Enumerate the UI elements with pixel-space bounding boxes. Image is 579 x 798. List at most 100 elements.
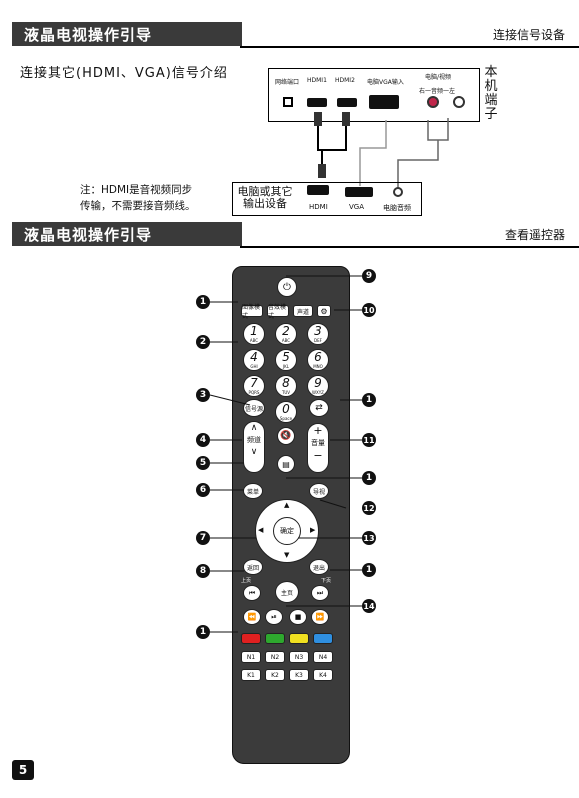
port-label-hdmi2: HDMI2 — [335, 77, 355, 84]
play-pause-icon[interactable]: ⏯ — [265, 609, 283, 625]
pc-port-label-vga: VGA — [349, 203, 365, 211]
color-keys-row — [241, 633, 341, 645]
power-icon[interactable]: ⏻ — [277, 277, 297, 297]
color-key-button[interactable] — [265, 633, 285, 644]
callout-marker: 14 — [362, 599, 376, 613]
n2-button[interactable]: N2 — [265, 651, 285, 663]
fast-forward-icon[interactable]: ⏩ — [311, 609, 329, 625]
menu-button[interactable]: 菜单 — [243, 483, 263, 499]
quick-swap-icon[interactable]: ⇄ — [309, 399, 329, 417]
ok-button[interactable]: 确定 — [273, 517, 301, 545]
sound-mode-button[interactable]: 音效模式 — [267, 304, 289, 320]
k2-button[interactable]: K2 — [265, 669, 285, 681]
k4-button[interactable]: K4 — [313, 669, 333, 681]
pc-device-box: 电脑或其它 输出设备 HDMI VGA 电脑音频 — [232, 182, 422, 216]
plus-icon[interactable]: + — [313, 424, 323, 437]
minus-icon[interactable]: − — [313, 449, 323, 462]
callout-marker: 1 — [362, 393, 376, 407]
arrow-left-icon[interactable]: ◀ — [258, 526, 264, 534]
port-label-av: 电脑/视频 — [425, 74, 452, 81]
key-digit: 9 — [314, 376, 322, 390]
color-key-button[interactable] — [313, 633, 333, 644]
header-rule — [240, 246, 579, 248]
arrow-up-icon[interactable]: ▲ — [284, 501, 290, 509]
callout-marker: 1 — [196, 625, 210, 639]
callout-marker: 1 — [196, 295, 210, 309]
key-digit: 4 — [250, 350, 258, 364]
picture-mode-button[interactable]: 图像模式 — [241, 304, 263, 320]
callout-marker: 13 — [362, 531, 376, 545]
network-port-icon — [283, 97, 293, 107]
header-title: 液晶电视操作引导 — [24, 226, 153, 244]
pc-audio-port-icon — [393, 187, 403, 197]
chevron-down-icon[interactable]: ∨ — [250, 447, 258, 457]
key-letters: WXYZ — [312, 390, 324, 395]
channel-rocker[interactable]: ∧ 频道 ∨ — [243, 421, 265, 473]
color-key-button[interactable] — [289, 633, 309, 644]
audio-channel-button[interactable]: 声道 — [293, 305, 313, 317]
color-key-button[interactable] — [241, 633, 261, 644]
arrow-right-icon[interactable]: ▶ — [310, 526, 316, 534]
header-rule — [240, 46, 579, 48]
arrow-down-icon[interactable]: ▼ — [284, 551, 290, 559]
n3-button[interactable]: N3 — [289, 651, 309, 663]
back-button[interactable]: 返回 — [243, 559, 263, 575]
key-digit: 1 — [250, 324, 258, 338]
callout-marker: 8 — [196, 564, 210, 578]
k1-button[interactable]: K1 — [241, 669, 261, 681]
mute-icon[interactable]: 🔇 — [277, 427, 295, 445]
exit-button[interactable]: 退出 — [309, 559, 329, 575]
pc-device-name: 电脑或其它 输出设备 — [237, 186, 293, 210]
hdmi1-port-icon — [307, 98, 327, 107]
header-bar — [12, 222, 242, 246]
next-page-label: 下页 — [321, 578, 332, 584]
pc-port-label-hdmi: HDMI — [309, 203, 328, 211]
section-subtitle: 连接其它(HDMI、VGA)信号介绍 — [20, 66, 228, 81]
port-label-hdmi1: HDMI1 — [307, 77, 327, 84]
rewind-icon[interactable]: ⏪ — [243, 609, 261, 625]
audio-right-jack-icon — [427, 96, 439, 108]
k3-button[interactable]: K3 — [289, 669, 309, 681]
note-line: 传输，不需要接音频线。 — [80, 200, 196, 212]
pc-name-line: 电脑或其它 — [237, 185, 293, 198]
guide-button[interactable]: 导视 — [309, 483, 329, 499]
source-button[interactable]: 信号源 — [243, 399, 265, 417]
hdmi-note: 注：HDMI是音视频同步 传输，不需要接音频线。 — [80, 182, 196, 214]
home-button[interactable]: 主页 — [275, 581, 299, 603]
port-label-audio: 右一音频一左 — [419, 88, 456, 95]
stop-icon[interactable]: ■ — [289, 609, 307, 625]
prev-track-icon[interactable]: ⏮ — [243, 585, 261, 601]
key-digit: 3 — [314, 324, 322, 338]
tv-port-panel: 网络端口 HDMI1 HDMI2 电脑VGA输入 电脑/视频 右一音频一左 — [268, 68, 480, 122]
callout-marker: 9 — [362, 269, 376, 283]
next-track-icon[interactable]: ⏭ — [311, 585, 329, 601]
chevron-up-icon[interactable]: ∧ — [250, 423, 258, 433]
n4-button[interactable]: N4 — [313, 651, 333, 663]
n1-button[interactable]: N1 — [241, 651, 261, 663]
section-header-remote: 液晶电视操作引导 查看遥控器 — [0, 218, 579, 250]
callout-marker: 7 — [196, 531, 210, 545]
key-digit: 6 — [314, 350, 322, 364]
key-letters: ABC — [249, 338, 259, 343]
media-icon[interactable]: ▤ — [277, 455, 295, 473]
callout-marker: 5 — [196, 456, 210, 470]
callout-marker: 10 — [362, 303, 376, 317]
note-line: 注：HDMI是音视频同步 — [80, 184, 193, 196]
key-letters: ABC — [281, 338, 291, 343]
callout-marker: 1 — [362, 563, 376, 577]
settings-gear-icon[interactable]: ⚙ — [317, 305, 331, 317]
callout-marker: 3 — [196, 388, 210, 402]
volume-rocker[interactable]: + 音量 − — [307, 423, 329, 473]
